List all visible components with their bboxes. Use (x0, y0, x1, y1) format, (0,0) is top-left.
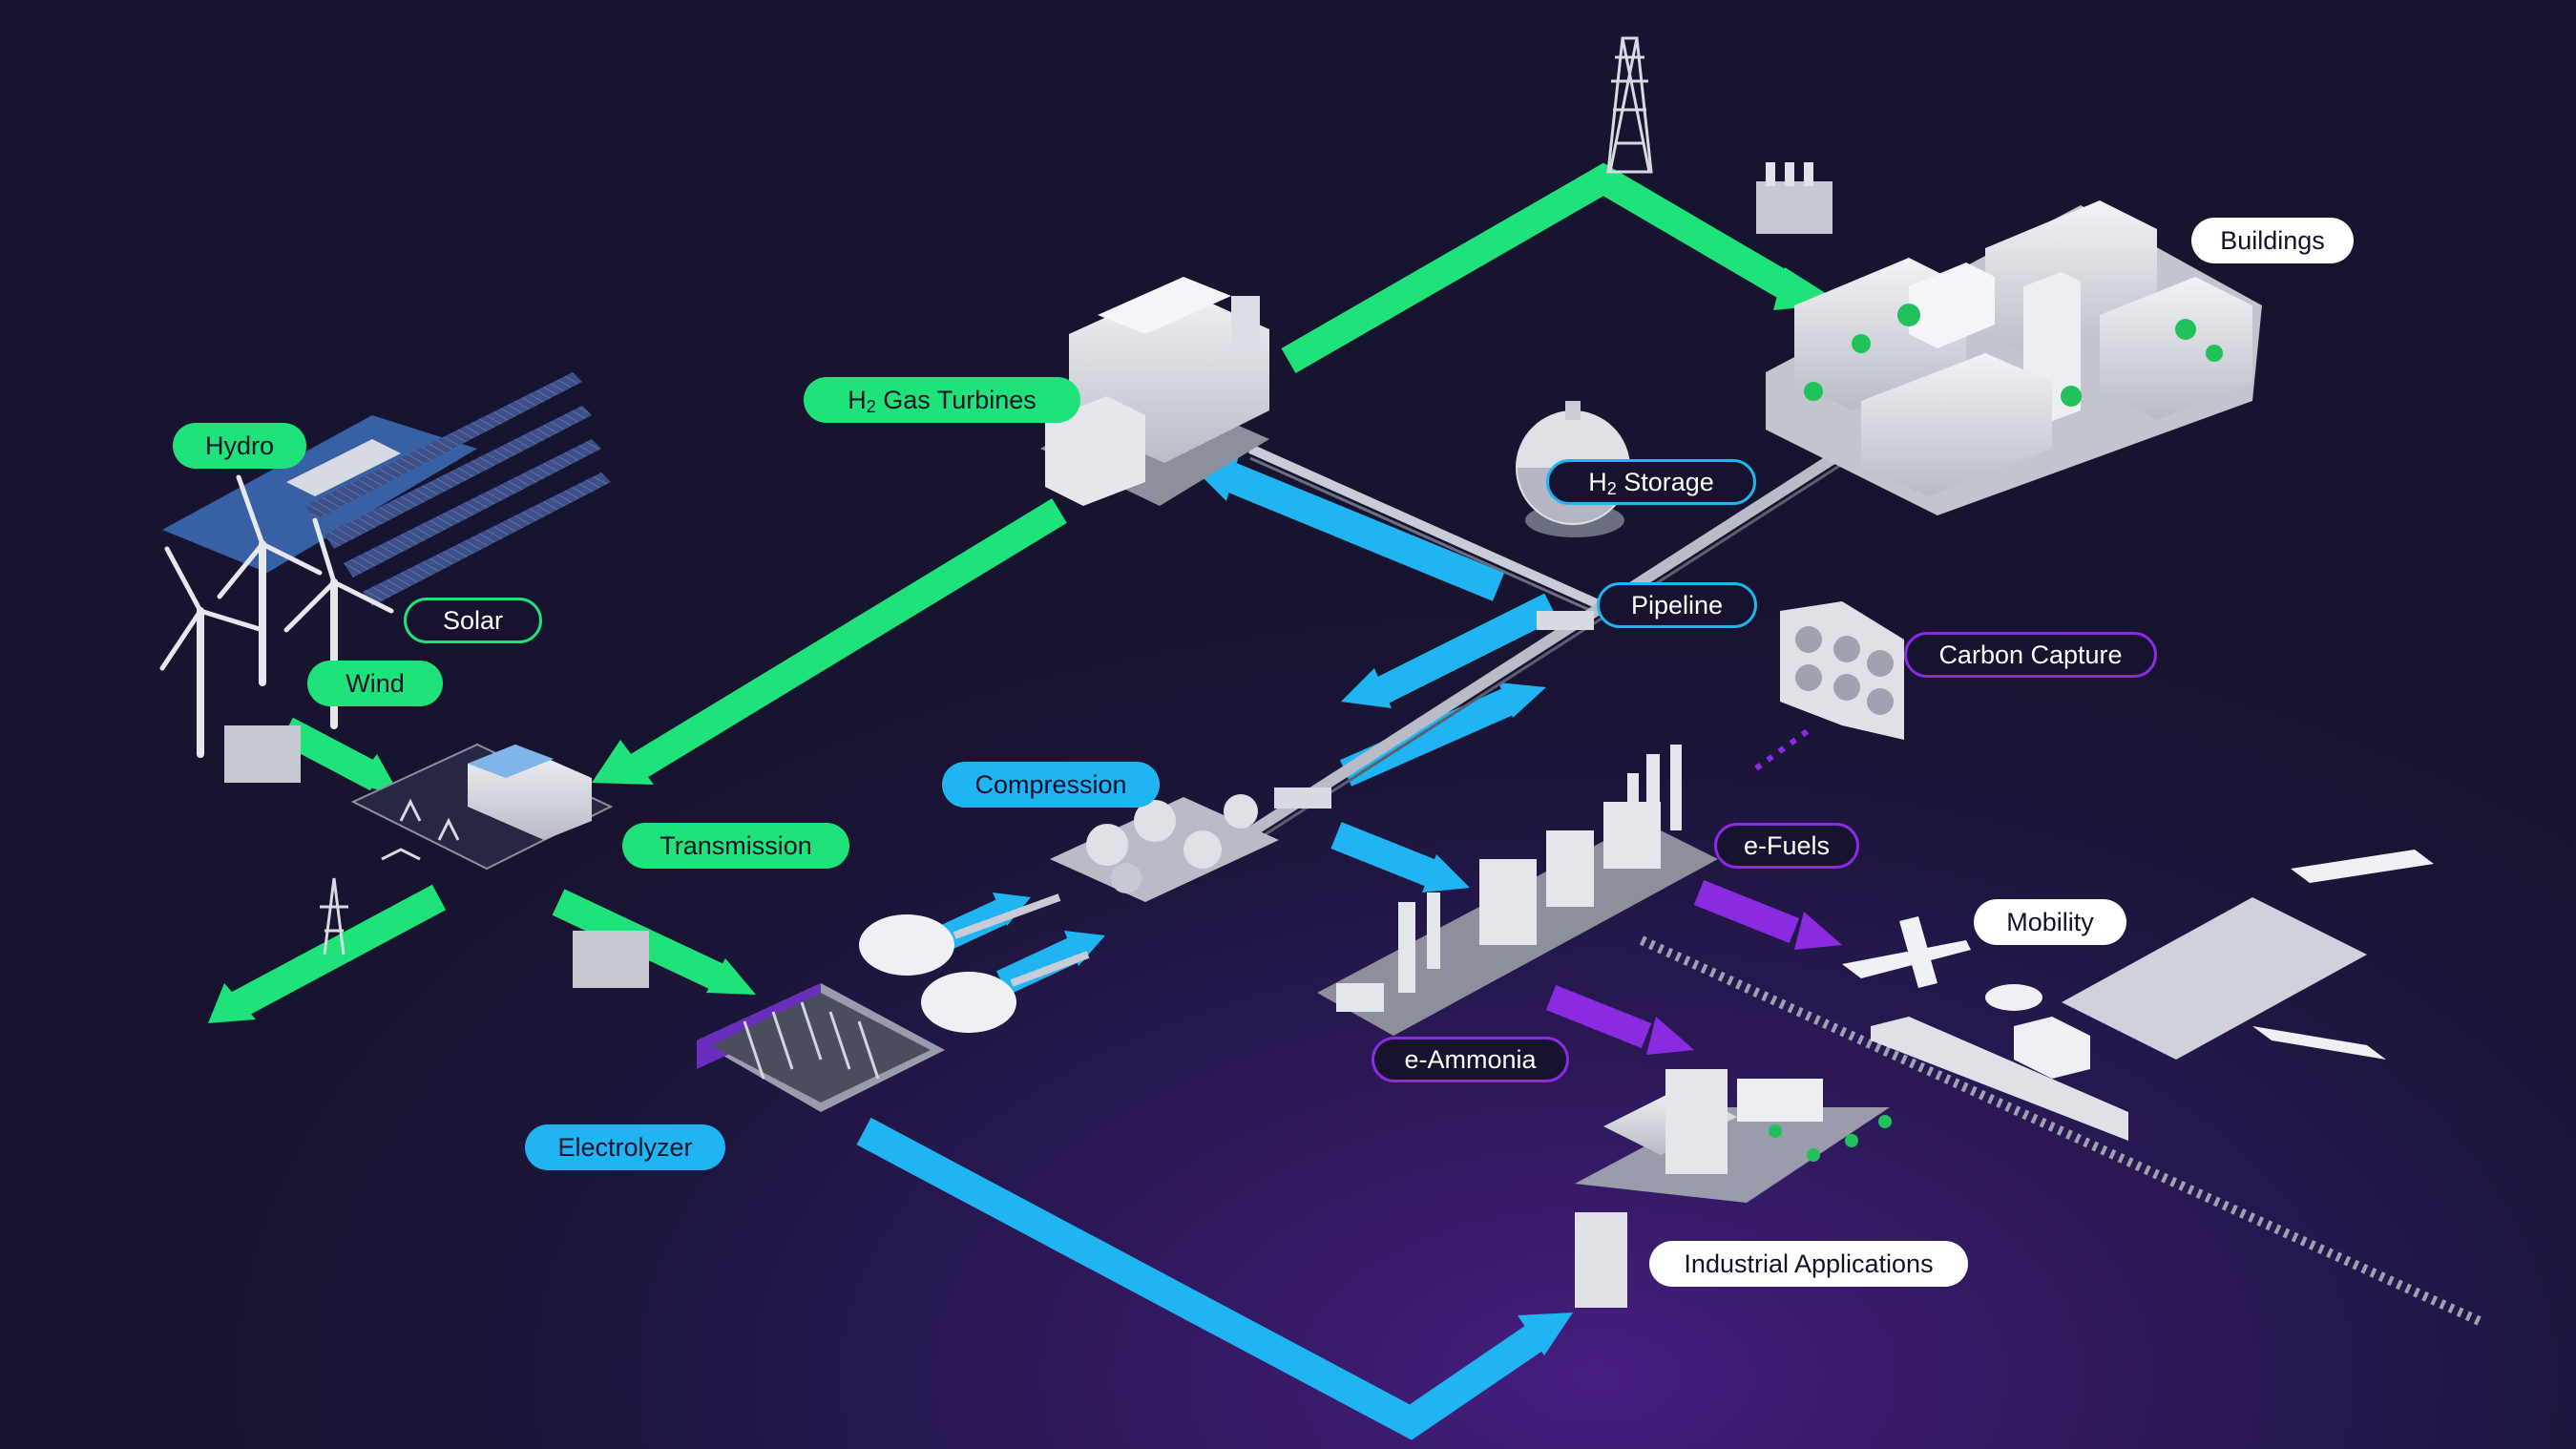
arrowhead-transmission (592, 740, 654, 785)
label-wind: Wind (307, 661, 443, 706)
arrowhead-industry (1518, 1312, 1573, 1355)
electrolyzer-plant (697, 893, 1090, 1112)
port (2062, 897, 2367, 1060)
label-h2-storage: H2 Storage (1546, 459, 1756, 505)
railway-track (1639, 935, 2484, 1327)
label-solar: Solar (404, 598, 542, 643)
arrowhead-compression-2 (1064, 931, 1105, 966)
arrow-transmission-to-grid (226, 884, 447, 1020)
arrowhead-industry-purple (1646, 1017, 1694, 1055)
mobility-scene (1639, 850, 2484, 1327)
refinery-complex (1317, 745, 1718, 1036)
arrowhead-grid (208, 983, 256, 1023)
carbon-capture-unit (1780, 601, 1904, 740)
arrow-compression-to-pipeline (1339, 688, 1515, 787)
arrow-turbine-to-buildings (1281, 162, 1802, 373)
arrowhead-refinery (1422, 854, 1470, 892)
substation-transformer-top (1756, 162, 1833, 234)
arrow-renewables-to-transmission (280, 717, 384, 791)
ship-bottom (2252, 1026, 2386, 1060)
ship-top (2291, 850, 2434, 883)
train (1871, 1017, 2128, 1141)
arrowhead-compression-back (1341, 668, 1392, 708)
pipeline-structure (1227, 429, 1874, 858)
carbon-capture-link (1754, 727, 1811, 771)
label-transmission: Transmission (622, 823, 849, 869)
label-mobility: Mobility (1974, 899, 2126, 945)
transmission-tower-top (1606, 36, 1653, 174)
label-e-fuels: e-Fuels (1714, 823, 1859, 869)
arrow-ammonia-to-industry (1545, 985, 1652, 1048)
city-buildings (1766, 200, 2262, 515)
label-electrolyzer: Electrolyzer (525, 1124, 725, 1170)
label-industrial-applications: Industrial Applications (1649, 1241, 1968, 1287)
renewables-site (159, 372, 611, 783)
label-e-ammonia: e-Ammonia (1372, 1037, 1569, 1082)
arrowhead-pipeline (1498, 682, 1546, 718)
label-buildings: Buildings (2191, 218, 2354, 263)
arrow-electrolyzer-to-industry (856, 1117, 1546, 1440)
label-compression: Compression (942, 762, 1160, 808)
gas-turbine-plant (1040, 277, 1269, 506)
arrow-efuels-to-mobility (1693, 880, 1800, 943)
transmission-substation (320, 743, 649, 988)
label-carbon-capture: Carbon Capture (1904, 632, 2157, 678)
arrow-turbine-to-transmission (627, 498, 1067, 781)
truck (2014, 1017, 2090, 1079)
arrow-electrolyzer-to-compression-2 (996, 937, 1079, 996)
airplane (1842, 940, 1971, 978)
arrow-pipeline-to-turbine (1225, 463, 1505, 601)
label-h2-gas-turbines: H2 Gas Turbines (804, 377, 1080, 423)
wind-turbines (159, 474, 394, 758)
label-pipeline: Pipeline (1597, 582, 1757, 628)
arrowhead-mobility (1794, 912, 1842, 950)
arrowhead-compression-1 (993, 892, 1031, 926)
compression-station (1050, 794, 1279, 902)
industrial-complex (1575, 1069, 1892, 1308)
arrow-pipeline-to-compression (1372, 593, 1558, 705)
arrowhead-electrolyzer (706, 958, 756, 995)
label-hydro: Hydro (173, 423, 306, 469)
arrow-compression-to-refinery (1330, 822, 1437, 887)
